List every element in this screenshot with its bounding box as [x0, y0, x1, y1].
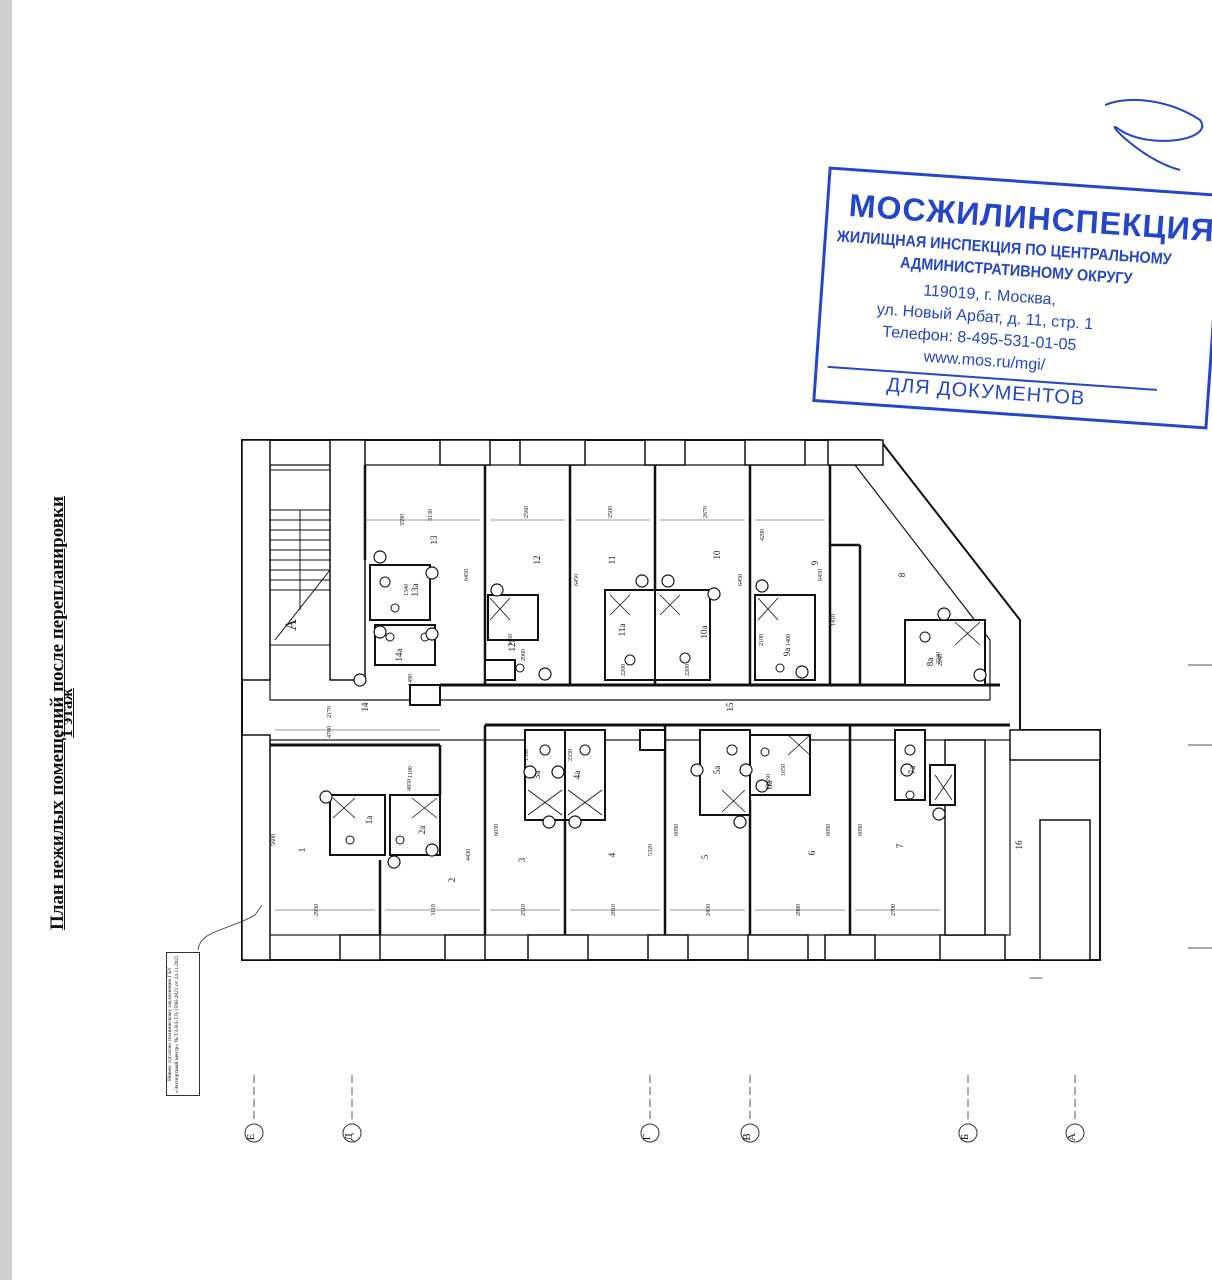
room-number-label: 8а: [925, 658, 935, 667]
room-number-label: 7а: [907, 766, 917, 775]
room-number-label: 13а: [410, 584, 420, 597]
room-number-label: 8: [897, 572, 907, 577]
dimension-label: 2430: [706, 904, 712, 916]
room-number-label: 14а: [394, 649, 404, 662]
dimension-label: 1340: [404, 584, 410, 596]
dimension-label: 2670: [703, 506, 709, 518]
dimension-label: 3590: [400, 514, 406, 526]
dimension-label: 4850: [407, 779, 413, 791]
room-number-label: 1а: [364, 816, 374, 825]
dimension-label: 2560: [524, 506, 530, 518]
dimension-label: 2500: [608, 506, 614, 518]
room-number-label: 10а: [699, 626, 709, 639]
room-number-label: 9а: [782, 648, 792, 657]
axis-label: Д: [343, 1133, 355, 1141]
axis-label: Б: [959, 1134, 971, 1140]
room-number-label: 13: [429, 535, 439, 545]
axis-label: Г: [641, 1134, 653, 1140]
dimension-label: 2330: [568, 749, 574, 761]
room-number-label: 14: [360, 702, 370, 712]
dimension-label: 6450: [738, 574, 744, 586]
dimension-label: 2700: [891, 904, 897, 916]
dimension-label: 2240: [936, 652, 942, 664]
dimension-label: 2200: [685, 664, 691, 676]
room-number-label: 11: [607, 556, 617, 565]
dimension-label: 6450: [574, 574, 580, 586]
dimension-label: 2880: [796, 904, 802, 916]
dimension-label: 1590: [524, 749, 530, 761]
dimension-label: 2240: [938, 654, 944, 666]
dimension-label: 4430: [466, 849, 472, 861]
room-number-label: 15: [725, 702, 735, 712]
room-number-label: 10: [712, 550, 722, 560]
dimension-label: 2100: [759, 634, 765, 646]
dimension-label: 4780: [327, 726, 333, 738]
dimension-label: 1850: [766, 774, 772, 786]
axis-label: Е: [245, 1133, 257, 1140]
scan-edge: [0, 0, 12, 1280]
dimension-label: 2060: [521, 649, 527, 661]
room-number-label: 16: [1014, 840, 1024, 850]
dimension-label: 3130: [428, 509, 434, 521]
inventory-note: Инвен. согласно техническому заключению …: [166, 952, 200, 1096]
room-number-label: 3а: [532, 771, 542, 780]
stair-label: А: [283, 619, 300, 631]
dimension-label: 4290: [760, 529, 766, 541]
dimension-label: 1400: [786, 634, 792, 646]
room-number-label: 7: [895, 843, 905, 848]
dimension-label: 2810: [611, 904, 617, 916]
room-number-label: 4а: [572, 771, 582, 780]
dimension-label: 5320: [648, 844, 654, 856]
room-number-label: 2а: [417, 826, 427, 835]
dimension-label: 6090: [826, 824, 832, 836]
dimension-label: 6450: [818, 569, 824, 581]
room-number-label: 12: [532, 556, 542, 565]
room-number-label: 3: [517, 857, 527, 862]
room-number-label: 6: [807, 850, 817, 855]
dimension-label: 6450: [464, 569, 470, 581]
staircase: [269, 469, 331, 646]
axis-label: В: [741, 1133, 753, 1140]
room-number-label: 1: [297, 848, 307, 853]
room-number-label: 9: [810, 560, 820, 565]
dimension-label: 2170: [327, 706, 333, 718]
dimension-label: 2930: [314, 904, 320, 916]
stamp-line-6: www.mos.ru/mgi/: [923, 348, 1046, 375]
dimension-label: 1410: [831, 614, 837, 626]
room-number-label: 5: [700, 854, 710, 859]
dimension-label: 2510: [521, 904, 527, 916]
room-number-label: 12а: [507, 639, 517, 652]
dimension-label: 6090: [858, 824, 864, 836]
axis-label: А: [1066, 1133, 1078, 1141]
dimension-label: 3110: [431, 904, 437, 916]
room-number-label: 2: [447, 878, 457, 883]
inspection-stamp: МОСЖИЛИНСПЕКЦИЯ ЖИЛИЩНАЯ ИНСПЕКЦИЯ ПО ЦЕ…: [812, 166, 1212, 430]
dimension-label: 1650: [781, 764, 787, 776]
room-number-label: 6а: [764, 781, 774, 790]
room-number-label: 4: [607, 852, 617, 857]
dimension-label: 1450: [508, 634, 514, 646]
dimension-label: 2200: [621, 664, 627, 676]
dimension-label: 6030: [494, 824, 500, 836]
dimension-label: 1490: [408, 674, 414, 686]
room-number-label: 11а: [617, 624, 627, 637]
dimension-label: 1100: [408, 766, 414, 778]
stamp-line-7: ДЛЯ ДОКУМЕНТОВ: [885, 374, 1086, 410]
dimension-label: 6090: [674, 824, 680, 836]
dimension-label: 5600: [271, 834, 277, 846]
room-number-label: 5а: [712, 766, 722, 775]
